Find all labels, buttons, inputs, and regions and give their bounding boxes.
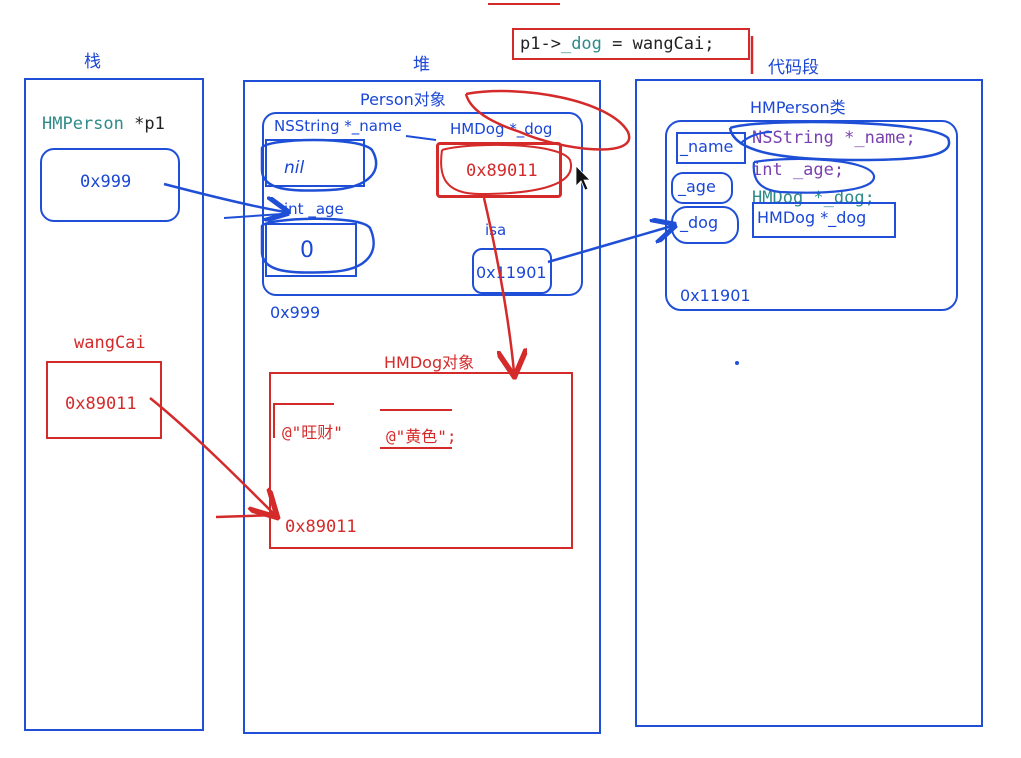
person-object-title: Person对象 bbox=[360, 90, 446, 109]
code-line: p1->_dog = wangCai; bbox=[512, 28, 750, 60]
heap-title: 堆 bbox=[413, 55, 430, 75]
code-segment-column bbox=[635, 79, 983, 727]
field-age-value: 0 bbox=[300, 238, 314, 263]
code-prefix: p1-> bbox=[520, 34, 561, 54]
stack-title: 栈 bbox=[84, 52, 101, 72]
person-class-title: HMPerson类 bbox=[750, 98, 846, 117]
p1-type: HMPerson bbox=[42, 114, 124, 134]
code-suffix: = wangCai; bbox=[601, 34, 715, 54]
dog-name-value: @"旺财" bbox=[282, 423, 343, 442]
code-segment-title: 代码段 bbox=[768, 58, 819, 78]
decl-age: int _age; bbox=[752, 160, 844, 180]
decl-name-text: NSString *_name; bbox=[752, 128, 916, 148]
code-member: _dog bbox=[560, 34, 602, 54]
p1-declaration: HMPerson *p1 bbox=[42, 114, 165, 134]
ivar-dog-label: _dog bbox=[680, 213, 719, 232]
person-class-address: 0x11901 bbox=[680, 286, 751, 305]
decl-name: NSString *_name; bbox=[752, 128, 916, 148]
p1-name: *p1 bbox=[134, 114, 165, 134]
decl-dog-hand: HMDog *_dog bbox=[757, 208, 867, 227]
wangcai-value: 0x89011 bbox=[65, 394, 137, 414]
person-object-address: 0x999 bbox=[270, 303, 321, 322]
dog-color-value: @"黄色"; bbox=[386, 427, 457, 446]
field-age-label: int _age bbox=[284, 200, 344, 218]
dog-object-address: 0x89011 bbox=[285, 517, 357, 537]
isa-value: 0x11901 bbox=[476, 263, 547, 282]
field-name-value: nil bbox=[284, 158, 305, 178]
decl-dog-hand-box bbox=[752, 202, 896, 238]
field-dog-label: HMDog *_dog bbox=[450, 120, 553, 138]
ivar-age-box bbox=[671, 172, 733, 204]
field-dog-value: 0x89011 bbox=[466, 161, 538, 181]
field-name-label: NSString *_name bbox=[274, 117, 402, 135]
dog-object-title: HMDog对象 bbox=[384, 353, 475, 372]
p1-value: 0x999 bbox=[80, 172, 132, 192]
isa-label: isa bbox=[485, 221, 507, 239]
ivar-age-label: _age bbox=[678, 177, 716, 196]
wangcai-name: wangCai bbox=[74, 333, 146, 353]
ivar-name-label: _name bbox=[680, 137, 734, 156]
decl-age-text: int _age; bbox=[752, 160, 845, 180]
